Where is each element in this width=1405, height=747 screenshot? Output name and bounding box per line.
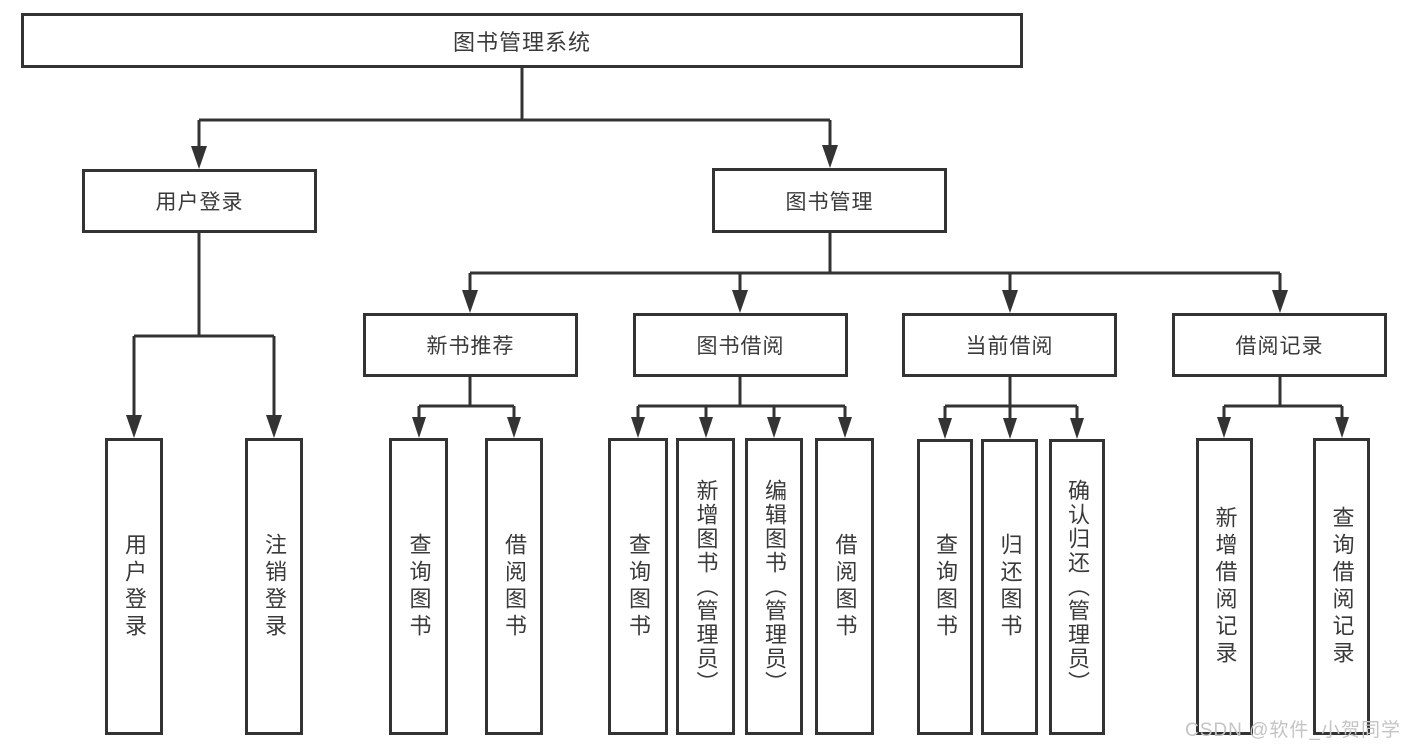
leaf-borrow-query-books: 查询图书 bbox=[608, 438, 668, 735]
node-current-borrowing: 当前借阅 bbox=[902, 313, 1117, 377]
leaf-logout-login: 注销登录 bbox=[245, 438, 303, 735]
node-label: 新书推荐 bbox=[426, 335, 515, 358]
node-book-management: 图书管理 bbox=[712, 168, 947, 233]
leaf-borrow-edit-books-admin: 编辑图书（管理员） bbox=[745, 438, 803, 735]
node-new-book-recommend: 新书推荐 bbox=[363, 313, 578, 377]
node-label: 查询图书 bbox=[626, 532, 651, 641]
node-label: 图书管理系统 bbox=[452, 29, 591, 55]
node-book-borrowing: 图书借阅 bbox=[633, 313, 848, 377]
leaf-newbook-borrow-books: 借阅图书 bbox=[485, 438, 543, 735]
leaf-records-add-borrow-record: 新增借阅记录 bbox=[1196, 438, 1253, 735]
node-library-management-system: 图书管理系统 bbox=[21, 13, 1023, 68]
node-label: 借阅图书 bbox=[502, 532, 527, 641]
node-label: 确认归还（管理员） bbox=[1065, 479, 1090, 695]
leaf-borrow-borrow-books: 借阅图书 bbox=[815, 438, 874, 735]
node-borrowing-records: 借阅记录 bbox=[1172, 313, 1387, 377]
node-label: 当前借阅 bbox=[965, 335, 1054, 358]
node-label: 借阅记录 bbox=[1235, 335, 1324, 358]
node-label: 借阅图书 bbox=[832, 532, 858, 641]
node-label: 用户登录 bbox=[155, 191, 244, 214]
leaf-current-confirm-return-admin: 确认归还（管理员） bbox=[1049, 439, 1105, 735]
node-label: 查询借阅记录 bbox=[1329, 505, 1355, 668]
node-user-login: 用户登录 bbox=[82, 169, 317, 233]
node-label: 注销登录 bbox=[262, 532, 287, 641]
node-label: 用户登录 bbox=[122, 532, 147, 641]
node-label: 查询图书 bbox=[933, 533, 958, 641]
node-label: 新增借阅记录 bbox=[1212, 505, 1238, 668]
csdn-watermark: CSDN @软件_小贺同学 bbox=[1185, 720, 1401, 741]
leaf-current-return-books: 归还图书 bbox=[981, 439, 1038, 735]
leaf-current-query-books: 查询图书 bbox=[917, 439, 973, 735]
leaf-borrow-add-books-admin: 新增图书（管理员） bbox=[676, 438, 735, 735]
node-label: 查询图书 bbox=[406, 532, 432, 641]
node-label: 归还图书 bbox=[997, 533, 1023, 641]
leaf-user-login: 用户登录 bbox=[105, 438, 163, 735]
node-label: 图书管理 bbox=[785, 190, 874, 214]
node-label: 图书借阅 bbox=[696, 335, 785, 358]
leaf-newbook-query-books: 查询图书 bbox=[389, 438, 448, 735]
leaf-records-query-borrow-record: 查询借阅记录 bbox=[1313, 438, 1370, 735]
node-label: 新增图书（管理员） bbox=[693, 478, 719, 695]
node-label: 编辑图书（管理员） bbox=[762, 478, 787, 695]
